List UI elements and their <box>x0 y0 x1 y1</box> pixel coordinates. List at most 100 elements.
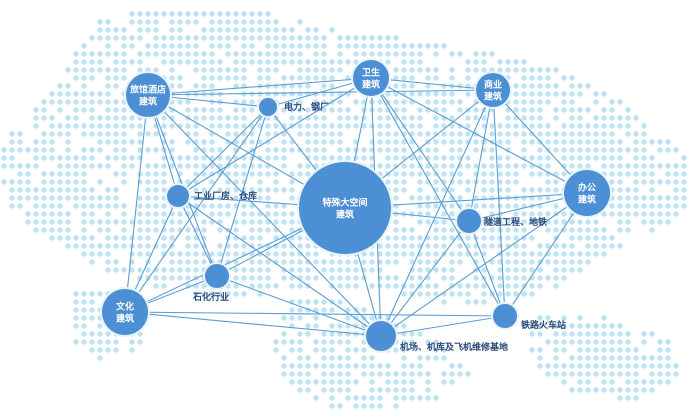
map-dot <box>137 139 143 145</box>
map-dot <box>289 363 295 369</box>
map-dot <box>369 155 375 161</box>
map-dot <box>337 259 343 265</box>
map-dot <box>457 107 463 113</box>
map-dot <box>81 83 87 89</box>
map-dot <box>569 387 575 393</box>
map-dot <box>153 43 159 49</box>
map-dot <box>425 243 431 249</box>
map-dot <box>401 43 407 49</box>
map-dot <box>433 75 439 81</box>
map-dot <box>17 179 23 185</box>
map-dot <box>657 139 663 145</box>
map-dot <box>489 187 495 193</box>
map-dot <box>81 219 87 225</box>
map-dot <box>497 235 503 241</box>
map-dot <box>161 51 167 57</box>
map-dot <box>409 195 415 201</box>
map-dot <box>401 163 407 169</box>
map-dot <box>401 379 407 385</box>
map-dot <box>585 331 591 337</box>
map-dot <box>361 99 367 105</box>
category-nodes: 旅馆酒店建筑电力、钢厂卫生建筑商业建筑办公建筑工业厂房、仓库特殊大空间建筑隧道工… <box>100 58 612 353</box>
map-dot <box>169 275 175 281</box>
map-dot <box>329 131 335 137</box>
map-dot <box>617 331 623 337</box>
map-dot <box>609 203 615 209</box>
map-dot <box>401 67 407 73</box>
map-dot <box>609 115 615 121</box>
map-dot <box>393 379 399 385</box>
map-dot <box>209 99 215 105</box>
map-dot <box>289 27 295 33</box>
map-dot <box>465 91 471 97</box>
map-dot <box>185 235 191 241</box>
map-dot <box>649 219 655 225</box>
map-dot <box>97 99 103 105</box>
map-dot <box>337 51 343 57</box>
map-dot <box>465 235 471 241</box>
map-dot <box>625 195 631 201</box>
map-dot <box>393 219 399 225</box>
map-dot <box>161 251 167 257</box>
map-dot <box>73 179 79 185</box>
map-dot <box>505 187 511 193</box>
map-dot <box>233 251 239 257</box>
map-dot <box>457 179 463 185</box>
map-dot <box>449 75 455 81</box>
map-dot <box>169 267 175 273</box>
map-dot <box>489 131 495 137</box>
map-dot <box>353 59 359 65</box>
map-dot <box>569 163 575 169</box>
map-dot <box>673 195 679 201</box>
map-dot <box>609 139 615 145</box>
map-dot <box>601 147 607 153</box>
map-dot <box>409 115 415 121</box>
map-dot <box>193 267 199 273</box>
map-dot <box>489 163 495 169</box>
map-dot <box>281 251 287 257</box>
map-dot <box>57 131 63 137</box>
map-dot <box>81 291 87 297</box>
map-dot <box>233 107 239 113</box>
map-dot <box>105 219 111 225</box>
map-dot <box>617 387 623 393</box>
map-dot <box>497 291 503 297</box>
map-dot <box>41 139 47 145</box>
map-dot <box>129 339 135 345</box>
map-dot <box>233 163 239 169</box>
map-dot <box>657 147 663 153</box>
map-dot <box>457 195 463 201</box>
map-dot <box>345 371 351 377</box>
map-dot <box>601 91 607 97</box>
map-dot <box>521 259 527 265</box>
map-dot <box>241 11 247 17</box>
map-dot <box>521 75 527 81</box>
map-dot <box>209 59 215 65</box>
map-dot <box>241 195 247 201</box>
map-dot <box>17 187 23 193</box>
map-dot <box>97 19 103 25</box>
edge-commerce-rail <box>492 89 506 317</box>
map-dot <box>545 67 551 73</box>
map-dot <box>497 59 503 65</box>
map-dot <box>177 83 183 89</box>
map-dot <box>41 131 47 137</box>
map-dot <box>441 347 447 353</box>
map-dot <box>345 339 351 345</box>
map-dot <box>649 227 655 233</box>
map-dot <box>249 259 255 265</box>
map-dot <box>105 51 111 57</box>
map-dot <box>185 251 191 257</box>
map-dot <box>609 163 615 169</box>
map-dot <box>457 283 463 289</box>
map-dot <box>529 131 535 137</box>
map-dot <box>297 307 303 313</box>
map-dot <box>177 275 183 281</box>
map-dot <box>361 371 367 377</box>
map-dot <box>617 147 623 153</box>
map-dot <box>625 339 631 345</box>
map-dot <box>193 163 199 169</box>
map-dot <box>569 371 575 377</box>
map-dot <box>241 35 247 41</box>
map-dot <box>513 251 519 257</box>
